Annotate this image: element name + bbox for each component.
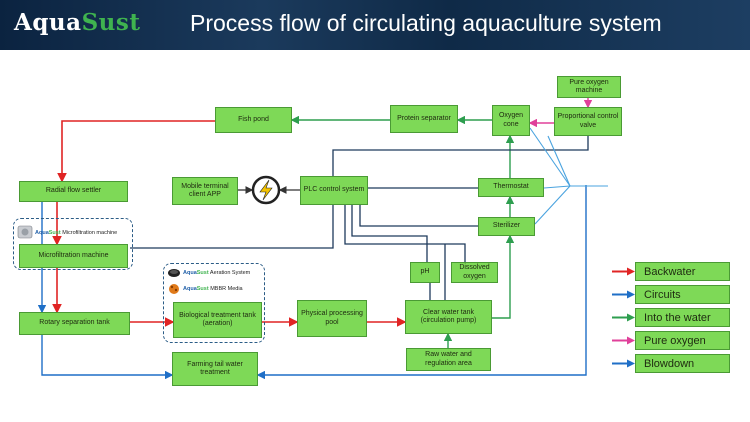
tail-water-box[interactable]: Farming tail water treatment [172,352,258,386]
bio-tank-box[interactable]: Biological treatment tank (aeration) [173,302,262,338]
mobile-app-box[interactable]: Mobile terminal client APP [172,177,238,205]
protein-separator-box[interactable]: Protein separator [390,105,458,133]
sterilizer-box[interactable]: Sterilizer [478,217,535,236]
legend-item-blowdown: Blowdown [635,354,730,373]
fish-pond-box[interactable]: Fish pond [215,107,292,133]
mbbr-media-icon [169,284,179,294]
microfiltration-brand-label: AquaSust Microfiltration machine [35,230,118,236]
aeration-brand-label: AquaSust Aeration System [183,270,251,276]
line-control-3 [359,205,478,227]
line-signal-b [543,185,571,189]
legend-item-circuits: Circuits [635,285,730,304]
line-signal-c [534,185,571,225]
rotary-tank-box[interactable]: Rotary separation tank [19,312,130,335]
proportional-valve-box[interactable]: Proportional control valve [554,107,622,136]
line-control-1 [332,136,589,176]
microfiltration-box[interactable]: Microfiltration machine [19,244,128,268]
line-blowdown-1 [41,335,174,380]
physical-pool-box[interactable]: Physical processing pool [297,300,367,337]
radial-settler-box[interactable]: Radial flow settler [19,181,128,202]
aeration-system-icon [168,269,180,277]
header-banner: AquaSust Process flow of circulating aqu… [0,0,750,50]
microfiltration-machine-icon [17,225,33,239]
page-title: Process flow of circulating aquaculture … [190,10,662,36]
line-signal-d [547,135,571,187]
raw-water-box[interactable]: Raw water and regulation area [406,348,491,371]
ph-box[interactable]: pH [410,262,440,283]
legend-item-backwater: Backwater [635,262,730,281]
plc-box[interactable]: PLC control system [300,176,368,205]
lightning-bolt-icon [259,179,273,201]
line-backwater-1 [57,120,215,183]
clear-water-box[interactable]: Clear water tank (circulation pump) [405,300,492,334]
line-control-8 [130,205,334,249]
dissolved-oxygen-box[interactable]: Dissolved oxygen [451,262,498,283]
pure-oxygen-machine-box[interactable]: Pure oxygen machine [557,76,621,98]
biological-group [163,263,265,343]
brand-aqua: Aqua [14,9,82,36]
legend-item-into-the-water: Into the water [635,308,730,327]
line-control-5 [344,205,466,262]
brand-sust: Sust [81,9,141,36]
legend-item-pure-oxygen: Pure oxygen [635,331,730,350]
line-signal-a [529,127,571,187]
line-control-4 [351,205,428,262]
oxygen-cone-box[interactable]: Oxygen cone [492,105,530,136]
line-blowdown-2 [256,185,587,380]
thermostat-box[interactable]: Thermostat [478,178,544,197]
line-water-1 [492,234,515,319]
brand-logo: AquaSust [14,9,140,36]
microfiltration-group [13,218,133,270]
mbbr-brand-label: AquaSust MBBR Media [183,286,243,292]
